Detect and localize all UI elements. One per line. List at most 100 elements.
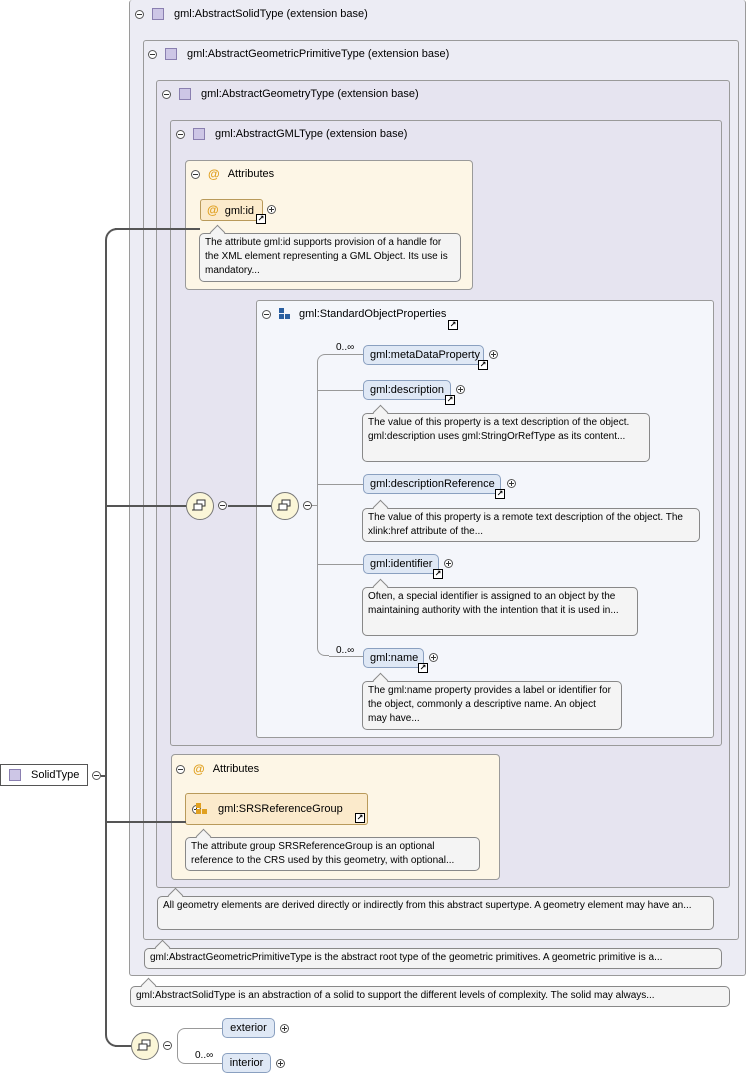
solid-type-label: gml:AbstractSolidType (extension base) xyxy=(174,8,368,20)
srs-reference-group[interactable]: gml:SRSReferenceGroup xyxy=(185,793,368,825)
element-label: exterior xyxy=(230,1022,267,1034)
element-label: gml:descriptionReference xyxy=(370,478,495,490)
collapse-icon[interactable] xyxy=(162,89,171,99)
attribute-group-icon xyxy=(196,803,208,815)
connector xyxy=(329,656,363,657)
primitive-type-header[interactable]: gml:AbstractGeometricPrimitiveType (exte… xyxy=(148,44,449,64)
std-props-header[interactable]: gml:StandardObjectProperties xyxy=(262,304,446,324)
expand-icon[interactable] xyxy=(429,653,438,662)
link-icon[interactable]: ↗ xyxy=(478,360,488,370)
collapse-icon[interactable] xyxy=(218,501,227,510)
connector xyxy=(106,505,186,507)
doc-text: All geometry elements are derived direct… xyxy=(163,900,692,911)
element-label: gml:description xyxy=(370,384,444,396)
link-icon[interactable]: ↗ xyxy=(256,214,266,224)
element-exterior[interactable]: exterior xyxy=(222,1018,275,1038)
srs-label: gml:SRSReferenceGroup xyxy=(218,803,343,815)
gml-type-header[interactable]: gml:AbstractGMLType (extension base) xyxy=(176,124,407,144)
root-type-label: SolidType xyxy=(31,769,80,781)
element-interior[interactable]: interior xyxy=(222,1053,271,1073)
std-props-label: gml:StandardObjectProperties xyxy=(299,308,447,320)
identifier-doc: Often, a special identifier is assigned … xyxy=(362,578,638,636)
connector xyxy=(186,1063,222,1064)
cardinality-label: 0..∞ xyxy=(336,342,355,353)
gml-attributes-header[interactable]: @ Attributes xyxy=(191,164,274,184)
link-icon[interactable]: ↗ xyxy=(418,663,428,673)
collapse-icon[interactable] xyxy=(191,169,200,179)
description-doc: The value of this property is a text des… xyxy=(362,404,650,462)
srs-attributes-header[interactable]: @ Attributes xyxy=(176,759,259,779)
doc-text: gml:AbstractSolidType is an abstraction … xyxy=(136,990,655,1001)
collapse-icon[interactable] xyxy=(176,764,185,774)
doc-text: The value of this property is a remote t… xyxy=(368,512,683,537)
sequence-compositor[interactable] xyxy=(131,1032,159,1060)
connector xyxy=(105,228,125,1047)
expand-icon[interactable] xyxy=(267,205,276,214)
link-icon[interactable]: ↗ xyxy=(355,813,365,823)
link-icon[interactable]: ↗ xyxy=(445,395,455,405)
element-identifier[interactable]: gml:identifier xyxy=(363,554,439,574)
link-icon[interactable]: ↗ xyxy=(448,320,458,330)
collapse-icon[interactable] xyxy=(176,129,185,139)
doc-text: gml:AbstractGeometricPrimitiveType is th… xyxy=(150,952,663,963)
gml-type-label: gml:AbstractGMLType (extension base) xyxy=(215,128,408,140)
collapse-icon[interactable] xyxy=(135,9,144,19)
element-label: gml:identifier xyxy=(370,558,433,570)
link-icon[interactable]: ↗ xyxy=(495,489,505,499)
gml-id-doc-text: The attribute gml:id supports provision … xyxy=(205,237,448,276)
element-label: gml:metaDataProperty xyxy=(370,349,481,361)
expand-icon[interactable] xyxy=(507,479,516,488)
doc-text: The gml:name property provides a label o… xyxy=(368,685,611,724)
attribute-icon: @ xyxy=(208,167,220,181)
expand-icon[interactable] xyxy=(456,385,465,394)
connector xyxy=(186,1028,222,1029)
root-type-node[interactable]: SolidType xyxy=(0,764,88,786)
element-label: gml:name xyxy=(370,652,419,664)
connector xyxy=(228,505,271,507)
element-description[interactable]: gml:description xyxy=(363,380,451,400)
description-reference-doc: The value of this property is a remote t… xyxy=(362,499,700,542)
element-name[interactable]: gml:name xyxy=(363,648,424,668)
gml-id-attribute[interactable]: @ gml:id xyxy=(200,199,263,221)
connector xyxy=(317,564,363,565)
connector xyxy=(312,505,318,506)
complex-type-icon xyxy=(152,8,164,20)
name-doc: The gml:name property provides a label o… xyxy=(362,672,622,730)
connector xyxy=(115,228,200,230)
primitive-type-label: gml:AbstractGeometricPrimitiveType (exte… xyxy=(187,48,450,60)
attributes-label: Attributes xyxy=(212,763,260,775)
attribute-icon: @ xyxy=(193,762,205,776)
expand-icon[interactable] xyxy=(280,1024,289,1033)
doc-text: The attribute group SRSReferenceGroup is… xyxy=(191,841,455,866)
element-metadata-property[interactable]: gml:metaDataProperty xyxy=(363,345,484,365)
doc-text: The value of this property is a text des… xyxy=(368,417,630,442)
sequence-compositor[interactable] xyxy=(271,492,299,520)
primitive-type-doc: gml:AbstractGeometricPrimitiveType is th… xyxy=(144,939,722,969)
group-icon xyxy=(279,308,291,320)
expand-icon[interactable] xyxy=(444,559,453,568)
connector xyxy=(329,354,363,355)
collapse-icon[interactable] xyxy=(303,501,312,510)
expand-icon[interactable] xyxy=(276,1059,285,1068)
complex-type-icon xyxy=(9,769,21,781)
collapse-icon[interactable] xyxy=(148,49,157,59)
gml-id-label: gml:id xyxy=(224,205,255,217)
solid-type-header[interactable]: gml:AbstractSolidType (extension base) xyxy=(135,4,368,24)
connector xyxy=(317,354,329,656)
connector xyxy=(317,484,363,485)
cardinality-label: 0..∞ xyxy=(195,1050,214,1061)
attribute-icon: @ xyxy=(207,203,219,217)
element-description-reference[interactable]: gml:descriptionReference xyxy=(363,474,501,494)
geometry-type-header[interactable]: gml:AbstractGeometryType (extension base… xyxy=(162,84,419,104)
collapse-icon[interactable] xyxy=(163,1041,172,1050)
geometry-type-doc: All geometry elements are derived direct… xyxy=(157,887,714,930)
collapse-icon[interactable] xyxy=(262,309,271,319)
connector xyxy=(101,775,107,777)
sequence-compositor[interactable] xyxy=(186,492,214,520)
link-icon[interactable]: ↗ xyxy=(433,569,443,579)
complex-type-icon xyxy=(179,88,191,100)
attributes-label: Attributes xyxy=(227,168,275,180)
geometry-type-label: gml:AbstractGeometryType (extension base… xyxy=(201,88,419,100)
collapse-icon[interactable] xyxy=(92,771,101,780)
expand-icon[interactable] xyxy=(489,350,498,359)
